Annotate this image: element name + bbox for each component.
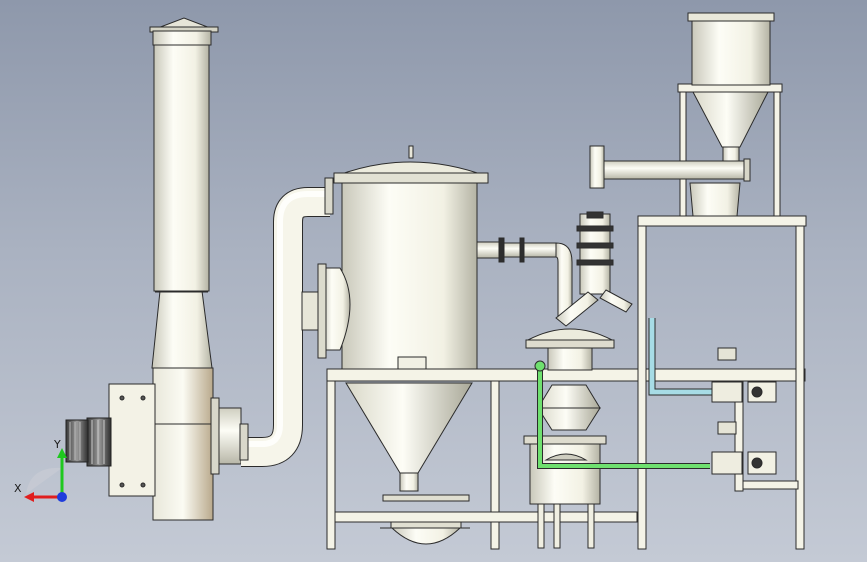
centrifugal-fan[interactable] (108, 367, 242, 521)
x-axis-arrowhead (24, 492, 34, 502)
collection-tank[interactable] (523, 435, 607, 549)
axis-triad: X Y (14, 438, 67, 502)
inlet-duct[interactable] (239, 177, 334, 467)
green-air-line[interactable] (534, 360, 710, 469)
x-axis-label: X (14, 482, 22, 495)
exhaust-stack[interactable] (149, 17, 219, 369)
outlet-pipe[interactable] (476, 237, 573, 319)
z-axis-dot (57, 492, 67, 502)
y-axis-label: Y (53, 438, 61, 451)
feed-hopper[interactable] (687, 12, 775, 162)
separator-vessel[interactable] (301, 145, 489, 370)
rotary-valve[interactable] (525, 328, 615, 431)
triad-plane (26, 467, 62, 494)
cyan-air-line[interactable] (648, 318, 715, 396)
support-frame (326, 83, 807, 550)
pneumatic-valve-upper[interactable] (711, 347, 777, 403)
y-axis-arrowhead (57, 448, 67, 458)
screw-feeder[interactable] (589, 145, 751, 217)
dust-bin[interactable] (380, 494, 470, 545)
fan-motor[interactable] (65, 417, 112, 467)
valve-stack[interactable] (555, 211, 633, 327)
separator-cone[interactable] (345, 382, 473, 492)
pneumatic-valve-lower[interactable] (711, 421, 777, 475)
